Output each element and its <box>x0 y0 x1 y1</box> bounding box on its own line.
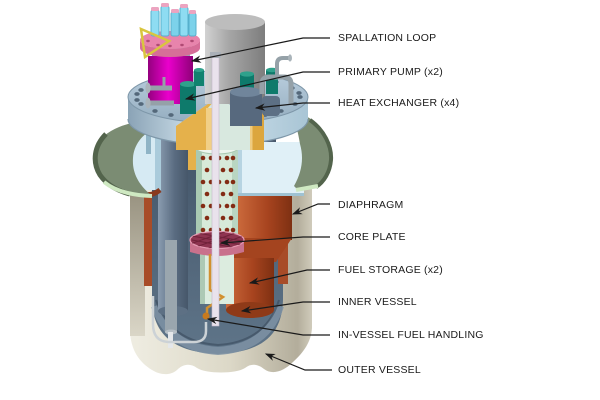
callout-label-in-vessel-fuel-handling: IN-VESSEL FUEL HANDLING <box>338 329 484 341</box>
leader-line-fuel-storage <box>248 269 330 285</box>
callout-label-diaphragm: DIAPHRAGM <box>338 199 404 211</box>
leader-lines <box>184 37 332 371</box>
callout-label-fuel-storage: FUEL STORAGE (x2) <box>338 264 443 276</box>
lid-right-edge-mint <box>295 184 319 192</box>
outer-vessel-left-wall <box>130 190 145 336</box>
vessel-lid <box>92 116 334 198</box>
heat-exchanger-head <box>230 87 280 126</box>
on-deck-equipment <box>139 3 294 327</box>
leader-line-primary-pump <box>184 71 330 101</box>
callout-label-inner-vessel: INNER VESSEL <box>338 296 417 308</box>
callout-label-outer-vessel: OUTER VESSEL <box>338 364 421 376</box>
callout-label-heat-exchanger: HEAT EXCHANGER (x4) <box>338 97 460 109</box>
heat-exchanger-housing-right <box>238 142 304 196</box>
spallation-pipes <box>150 5 197 37</box>
lid-right-edge-dark <box>308 118 334 189</box>
fuel-handling-guide-rail <box>151 296 208 344</box>
leader-line-in-vessel-fuel-handling <box>206 316 330 336</box>
callout-label-primary-pump: PRIMARY PUMP (x2) <box>338 66 443 78</box>
callout-label-core-plate: CORE PLATE <box>338 231 406 243</box>
diaphragm-liner-left <box>144 192 152 286</box>
leader-line-outer-vessel <box>264 353 332 371</box>
leader-line-inner-vessel <box>240 301 330 314</box>
leader-line-core-plate <box>219 236 330 247</box>
leader-line-spallation-loop <box>190 37 330 63</box>
leader-line-diaphragm <box>291 203 330 215</box>
callout-label-spallation-loop: SPALLATION LOOP <box>338 32 437 44</box>
leader-line-heat-exchanger <box>254 102 330 111</box>
instrument-rod <box>165 240 177 348</box>
lid-left-edge-mint <box>102 180 153 198</box>
spallation-bracket <box>139 26 172 60</box>
lid-left-wedge <box>93 120 172 194</box>
spallation-loop <box>139 3 200 104</box>
